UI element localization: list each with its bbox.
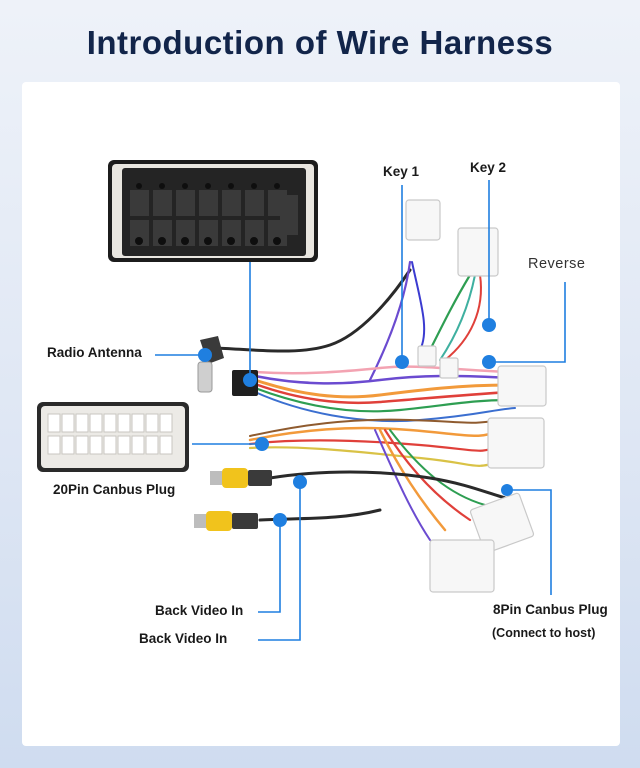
wire-bundle xyxy=(213,260,522,541)
label-back-video-1: Back Video In xyxy=(155,603,244,618)
dot-key2 xyxy=(482,318,496,332)
dot-key1 xyxy=(395,355,409,369)
dot-reverse xyxy=(482,355,496,369)
label-reverse: Reverse xyxy=(528,256,586,272)
reverse-connector xyxy=(497,365,547,407)
rca-plug-lower xyxy=(194,511,258,531)
canbus-connector-right xyxy=(487,417,545,469)
power-connector xyxy=(429,539,495,593)
label-key1: Key 1 xyxy=(383,164,420,179)
canbus-20pin-photo xyxy=(37,402,189,472)
label-canbus8: 8Pin Canbus Plug xyxy=(493,602,608,617)
white-connectors xyxy=(405,199,547,593)
page-title: Introduction of Wire Harness xyxy=(86,24,554,61)
dot-canbus8 xyxy=(501,484,513,496)
dot-radio-antenna xyxy=(198,348,212,362)
dot-canbus20 xyxy=(255,437,269,451)
callout-lines xyxy=(155,180,566,641)
small-connector-2 xyxy=(439,357,459,379)
dot-main-connector xyxy=(243,373,257,387)
label-back-video-2: Back Video In xyxy=(139,631,228,646)
antenna-plug xyxy=(197,336,224,393)
rca-plug-upper xyxy=(210,468,272,488)
key1-connector xyxy=(405,199,441,241)
label-key2: Key 2 xyxy=(470,160,507,175)
key2-connector xyxy=(457,227,499,277)
label-radio-antenna: Radio Antenna xyxy=(47,345,142,360)
main-connector-photo xyxy=(108,160,318,262)
canbus-8pin-connector xyxy=(469,492,535,554)
label-connect-host: (Connect to host) xyxy=(492,626,596,640)
dot-back-video-1 xyxy=(273,513,287,527)
small-connector-1 xyxy=(417,345,437,367)
label-canbus20: 20Pin Canbus Plug xyxy=(53,482,176,497)
dot-back-video-2 xyxy=(293,475,307,489)
callout-dots xyxy=(198,318,513,527)
